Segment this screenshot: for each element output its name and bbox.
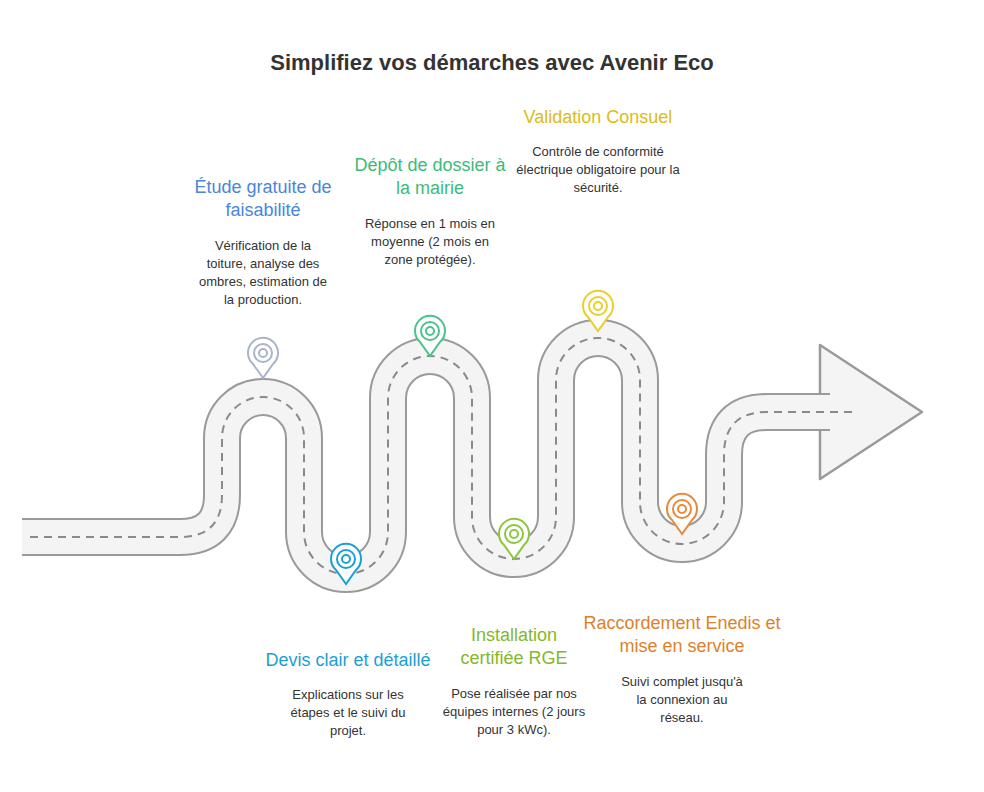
step-label: Installation certifiée RGE Pose réalisée … xyxy=(439,624,589,739)
map-pin xyxy=(499,519,529,559)
step-label: Dépôt de dossier à la mairieRéponse en 1… xyxy=(345,154,515,269)
map-pin xyxy=(331,544,361,584)
step-heading: Étude gratuite de faisabilité xyxy=(188,176,338,223)
diagram-title: Simplifiez vos démarches avec Avenir Eco xyxy=(0,50,984,76)
step-heading: Raccordement Enedis et mise en service xyxy=(582,612,782,659)
step-description: Vérification de la toiture, analyse des … xyxy=(196,237,331,309)
step-description: Réponse en 1 mois en moyenne (2 mois en … xyxy=(358,215,503,269)
map-pin xyxy=(415,316,445,356)
step-description: Explications sur les étapes et le suivi … xyxy=(278,686,418,740)
step-label: Étude gratuite de faisabilitéVérificatio… xyxy=(188,176,338,309)
map-pin xyxy=(248,338,278,378)
step-label: Devis clair et détailléExplications sur … xyxy=(253,649,443,740)
map-pin xyxy=(583,291,613,331)
step-heading: Validation Consuel xyxy=(513,106,683,129)
step-label: Raccordement Enedis et mise en serviceSu… xyxy=(582,612,782,727)
step-description: Pose réalisée par nos équipes internes (… xyxy=(439,685,589,739)
step-heading: Dépôt de dossier à la mairie xyxy=(345,154,515,201)
road-surface xyxy=(22,338,832,574)
step-description: Contrôle de conformité électrique obliga… xyxy=(511,143,686,197)
road-centre-line xyxy=(30,338,852,574)
step-label: Validation ConsuelContrôle de conformité… xyxy=(511,106,686,197)
map-pin xyxy=(667,494,697,534)
step-heading: Installation certifiée RGE xyxy=(449,624,579,671)
step-heading: Devis clair et détaillé xyxy=(253,649,443,672)
step-description: Suivi complet jusqu'à la connexion au ré… xyxy=(615,673,750,727)
